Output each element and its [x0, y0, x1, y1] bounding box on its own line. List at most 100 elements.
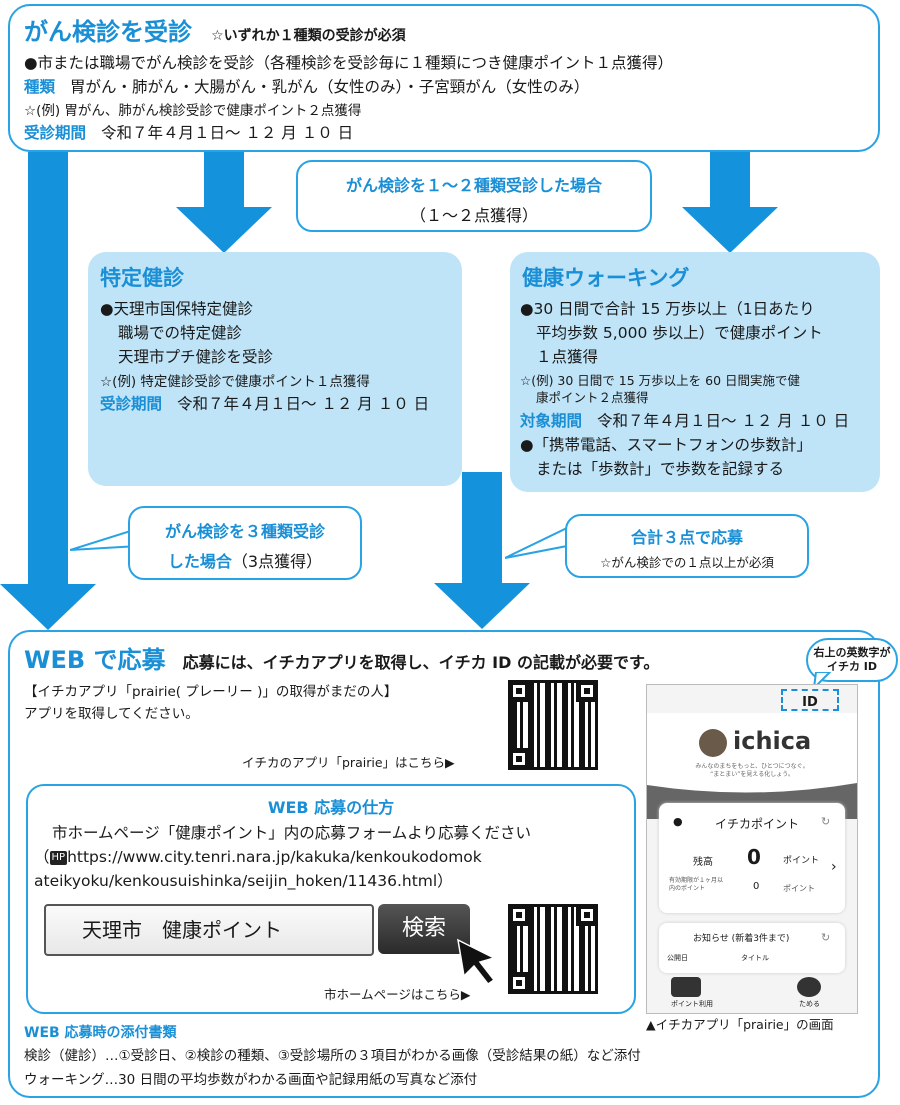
howto-title: WEB 応募の仕方	[267, 798, 395, 817]
walking-item1b: 平均歩数 5,000 歩以上）で健康ポイント	[536, 324, 823, 342]
three-types-line2a: した場合	[167, 552, 232, 571]
expiry-value: 0	[753, 881, 760, 892]
attach-line2: ウォーキング…30 日間の平均歩数がわかる画面や記録用紙の写真など添付	[24, 1072, 478, 1088]
nav-use-label[interactable]: ポイント利用	[671, 1000, 713, 1008]
web-apply-title: WEB で応募	[24, 646, 166, 674]
cancer-period-label: 受診期間	[24, 124, 87, 142]
walking-example2: 康ポイント２点獲得	[536, 390, 649, 405]
hp-qr-caption: 市ホームページはこちら▶	[324, 987, 471, 1002]
ichica-logo-icon	[699, 729, 727, 757]
three-types-line2b: （3点獲得）	[231, 552, 323, 571]
points-title: イチカポイント	[715, 817, 800, 831]
tokutei-period-label: 受診期間	[100, 395, 163, 413]
walking-item2b: または「歩数計」で歩数を記録する	[536, 460, 785, 478]
walking-item1a: ●30 日間で合計 15 万歩以上（1日あたり	[520, 300, 815, 318]
walking-box: 健康ウォーキング ●30 日間で合計 15 万歩以上（1日あたり 平均歩数 5,…	[510, 252, 880, 492]
one-two-types-line1: がん検診を１～２種類受診した場合	[345, 176, 602, 195]
types-text: 胃がん・肺がん・大腸がん・乳がん（女性のみ）・子宮頸がん（女性のみ）	[69, 78, 590, 96]
howto-url1[interactable]: https://www.city.tenri.nara.jp/kakuka/ke…	[67, 848, 482, 866]
middle-down-arrow	[462, 472, 502, 584]
walking-item1c: １点獲得	[536, 348, 599, 366]
app-line1: 【イチカアプリ「prairie( プレーリー )」の取得がまだの人】	[24, 684, 398, 700]
tagline2: “まとまい”を見える化しょう。	[710, 771, 794, 778]
left-long-arrow-head	[0, 584, 96, 630]
balance-value: 0	[747, 845, 761, 869]
news-card[interactable]: お知らせ (新着3件まで) ↻ 公開日 タイトル	[659, 923, 845, 973]
total-three-line1: 合計３点で応募	[630, 528, 743, 547]
news-col2: タイトル	[741, 954, 769, 962]
search-input-text: 天理市 健康ポイント	[82, 918, 282, 942]
web-apply-subtitle: 応募には、イチカアプリを取得し、イチカ ID の記載が必要です。	[182, 653, 660, 672]
news-col1: 公開日	[667, 954, 688, 962]
left-long-arrow	[28, 152, 68, 584]
cancer-screening-box: がん検診を受診 ☆いずれか１種類の受診が必須 ●市または職場でがん検診を受診（各…	[8, 4, 880, 152]
tokutei-example: ☆(例) 特定健診受診で健康ポイント１点獲得	[100, 374, 370, 390]
expiry-unit: ポイント	[783, 884, 815, 893]
phone-caption: ▲イチカアプリ「prairie」の画面	[646, 1017, 834, 1032]
expiry-label1: 有効期限が１ヶ月以	[669, 877, 724, 884]
walking-period: 令和７年４月１日～ １２ 月 １０ 日	[596, 412, 850, 430]
id-highlight: ID	[781, 689, 839, 711]
cancer-period: 令和７年４月１日～ １２ 月 １０ 日	[100, 124, 354, 142]
cancer-screening-note: ☆いずれか１種類の受診が必須	[211, 28, 406, 44]
id-bubble-line1: 右上の英数字が	[813, 646, 891, 659]
walking-period-label: 対象期間	[520, 412, 583, 430]
search-button[interactable]: 検索	[378, 904, 470, 954]
tokutei-item1: ●天理市国保特定健診	[100, 300, 254, 318]
app-screenshot: ID ichica みんなのまちをもっと、ひとつにつなぐ。 “まとまい”を見える…	[646, 684, 858, 1014]
cursor-arrow-icon	[457, 938, 497, 986]
piggy-bank-icon[interactable]	[797, 977, 821, 997]
three-types-bubble: がん検診を３種類受診 した場合（3点獲得）	[128, 506, 362, 580]
balance-label: 残高	[693, 857, 713, 868]
tokutei-box: 特定健診 ●天理市国保特定健診 職場での特定健診 天理市プチ健診を受診 ☆(例)…	[88, 252, 462, 486]
attach-title: WEB 応募時の添付書類	[24, 1025, 177, 1041]
walking-item2a: ●「携帯電話、スマートフォンの歩数計」	[520, 436, 813, 454]
howto-box: WEB 応募の仕方 市ホームページ「健康ポイント」内の応募フォームより応募くださ…	[26, 784, 636, 1014]
search-button-label: 検索	[401, 916, 446, 941]
walking-example1: ☆(例) 30 日間で 15 万歩以上を 60 日間実施で健	[520, 373, 801, 388]
app-qr-caption: イチカのアプリ「prairie」はこちら▶	[242, 755, 455, 770]
one-two-types-bubble: がん検診を１～２種類受診した場合 （１～２点獲得）	[296, 160, 652, 232]
cancer-screening-title: がん検診を受診	[24, 18, 192, 46]
arrow-to-tokutei	[204, 152, 244, 208]
search-input[interactable]: 天理市 健康ポイント	[44, 904, 374, 956]
attach-line1: 検診（健診）…①受診日、②検診の種類、③受診場所の３項目がわかる画像（受診結果の…	[24, 1048, 641, 1064]
tokutei-title: 特定健診	[100, 266, 184, 290]
howto-url2[interactable]: ateikyoku/kenkousuishinka/seijin_hoken/1…	[34, 872, 453, 890]
id-bubble-line2: イチカ ID	[826, 660, 878, 673]
hp-qr-code[interactable]	[508, 904, 598, 994]
left-bubble-tail	[70, 526, 140, 551]
tokutei-item2: 職場での特定健診	[118, 324, 243, 342]
middle-down-arrow-head	[434, 583, 530, 629]
chevron-right-icon[interactable]: ›	[831, 859, 837, 875]
points-icon: ●	[673, 815, 683, 828]
tagline1: みんなのまちをもっと、ひとつにつなぐ。	[695, 763, 809, 770]
arrow-to-tokutei-head	[176, 207, 272, 253]
app-line2: アプリを取得してください。	[24, 706, 199, 722]
types-label: 種類	[24, 78, 56, 96]
balance-unit: ポイント	[783, 856, 820, 866]
one-two-types-line2: （１～２点獲得）	[409, 206, 538, 225]
tokutei-period: 令和７年４月１日～ １２ 月 １０ 日	[176, 395, 430, 413]
camera-icon[interactable]	[671, 977, 701, 997]
nav-save-label[interactable]: ためる	[799, 1000, 820, 1008]
total-three-bubble: 合計３点で応募 ☆がん検診での１点以上が必須	[565, 514, 809, 578]
three-types-line1: がん検診を３種類受診	[164, 522, 325, 541]
arrow-to-walking	[710, 152, 750, 208]
cancer-screening-line1: ●市または職場でがん検診を受診（各種検診を受診毎に１種類につき健康ポイント１点獲…	[24, 54, 674, 72]
arrow-to-walking-head	[682, 207, 778, 253]
tokutei-item3: 天理市プチ健診を受診	[118, 348, 274, 366]
points-card[interactable]: ● イチカポイント ↻ 残高 0 ポイント › 有効期限が１ヶ月以 内のポイント…	[659, 803, 845, 913]
cancer-example: ☆(例) 胃がん、肺がん検診受診で健康ポイント２点獲得	[24, 103, 362, 119]
refresh-icon[interactable]: ↻	[821, 815, 831, 828]
ichica-logo-text: ichica	[733, 727, 812, 755]
app-qr-code[interactable]	[508, 680, 598, 770]
walking-title: 健康ウォーキング	[522, 266, 690, 290]
expiry-label2: 内のポイント	[669, 885, 706, 892]
news-title: お知らせ (新着3件まで)	[693, 934, 790, 944]
news-refresh-icon[interactable]: ↻	[821, 931, 831, 944]
howto-line1: 市ホームページ「健康ポイント」内の応募フォームより応募ください	[52, 824, 531, 842]
id-label: ID	[802, 695, 818, 710]
total-three-line2: ☆がん検診での１点以上が必須	[600, 555, 774, 570]
hp-icon: HP	[49, 851, 68, 865]
